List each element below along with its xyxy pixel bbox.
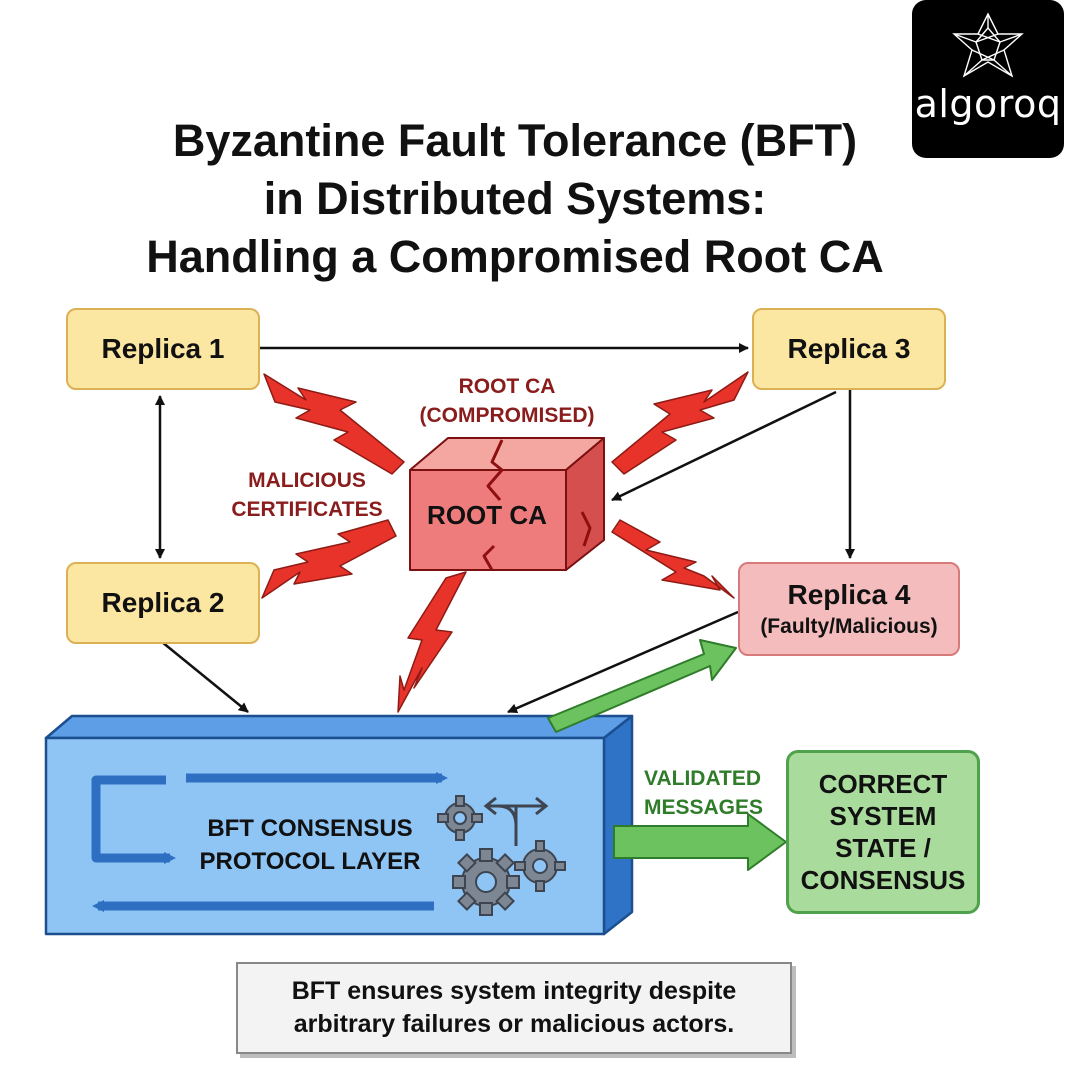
correct-state-line-3: STATE /: [835, 833, 931, 863]
green-arrow-validated-messages: [613, 813, 787, 871]
correct-state-line-1: CORRECT: [818, 769, 948, 799]
arrow-replica2-to-layer: [161, 641, 249, 713]
replica-4-status: (Faulty/Malicious): [760, 615, 938, 638]
replica-3-node: Replica 3: [752, 308, 946, 390]
replica-2-node: Replica 2: [66, 562, 260, 644]
arrow-replica3-to-rootca: [611, 390, 837, 502]
lightning-to-replica2: [261, 519, 397, 599]
replica-1-label: Replica 1: [101, 333, 225, 364]
replica-4-node: Replica 4 (Faulty/Malicious): [738, 562, 960, 656]
lightning-to-replica3: [611, 371, 749, 475]
root-ca-compromised-label: ROOT CA (COMPROMISED): [402, 372, 612, 430]
replica-1-node: Replica 1: [66, 308, 260, 390]
lightning-bolts: [261, 371, 749, 713]
root-ca-cracks: [482, 439, 592, 571]
diagram-title: Byzantine Fault Tolerance (BFT) in Distr…: [60, 112, 970, 286]
lightning-to-replica4: [611, 519, 735, 599]
gear-icon: [437, 795, 566, 916]
validated-line-1: VALIDATED: [644, 767, 762, 790]
root-ca-label-line-1: ROOT CA: [458, 375, 556, 398]
consensus-layer-label: BFT CONSENSUS PROTOCOL LAYER: [160, 812, 460, 878]
correct-state-line-2: SYSTEM: [829, 801, 937, 831]
arrow-replica4-to-layer: [507, 610, 739, 714]
root-ca-box-label: ROOT CA: [427, 500, 547, 530]
validated-messages-label: VALIDATED MESSAGES: [644, 764, 794, 822]
consensus-layer-line-1: BFT CONSENSUS: [207, 815, 413, 842]
gear-medium: [514, 840, 566, 892]
replica-3-label: Replica 3: [787, 333, 911, 364]
footer-caption: BFT ensures system integrity despite arb…: [236, 962, 792, 1054]
root-ca-label-line-2: (COMPROMISED): [419, 404, 595, 427]
lightning-to-replica1: [263, 373, 405, 475]
gear-small: [437, 795, 483, 841]
title-line-3: Handling a Compromised Root CA: [146, 231, 884, 282]
logo-wordmark: algoroq: [914, 82, 1062, 126]
green-arrow-to-replica4: [547, 639, 737, 733]
footer-line-1: BFT ensures system integrity despite: [291, 977, 737, 1005]
title-line-2: in Distributed Systems:: [263, 173, 767, 224]
consensus-layer-line-2: PROTOCOL LAYER: [199, 848, 421, 875]
polyhedron-star-icon: [952, 12, 1024, 78]
split-arrow-icon: [483, 796, 549, 846]
malicious-line-2: CERTIFICATES: [231, 498, 383, 521]
algoroq-logo: algoroq: [912, 0, 1064, 158]
replica-2-label: Replica 2: [101, 587, 225, 618]
malicious-certificates-label: MALICIOUS CERTIFICATES: [214, 466, 400, 524]
malicious-line-1: MALICIOUS: [248, 469, 366, 492]
footer-line-2: arbitrary failures or malicious actors.: [293, 1010, 735, 1038]
flow-arrow-loop: [91, 775, 176, 864]
correct-system-state-node: CORRECT SYSTEM STATE / CONSENSUS: [786, 750, 980, 914]
replica-4-label: Replica 4: [787, 579, 911, 610]
gear-large: [452, 848, 520, 916]
title-line-1: Byzantine Fault Tolerance (BFT): [172, 115, 858, 166]
consensus-flow-arrows: [91, 772, 448, 912]
lightning-to-layer: [397, 571, 467, 713]
correct-state-line-4: CONSENSUS: [800, 865, 966, 895]
validated-line-2: MESSAGES: [644, 796, 764, 819]
